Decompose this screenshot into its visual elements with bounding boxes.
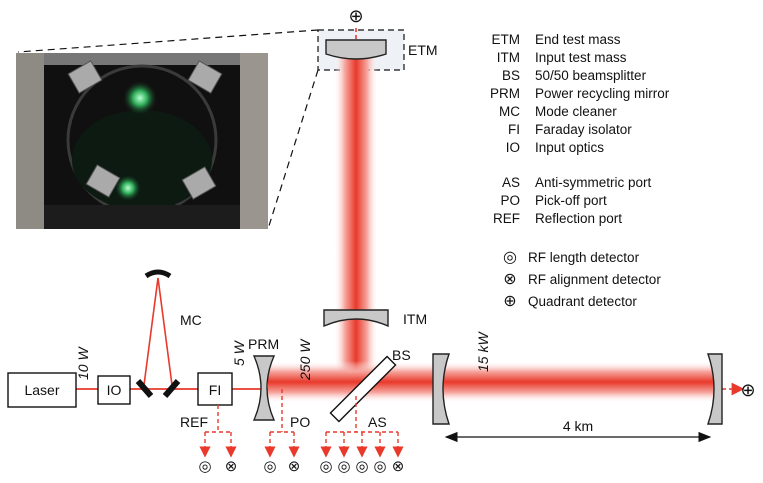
x-arm-beam <box>268 361 718 403</box>
mc-label: MC <box>180 312 202 328</box>
ref-label: REF <box>180 414 208 430</box>
as-detector-length-icon-3: ◎ <box>355 458 368 475</box>
rf-alignment-detector-icon: ⊗ <box>503 271 516 288</box>
legend-abbr: PO <box>500 193 520 208</box>
photo-green-glow-bottom <box>114 174 142 202</box>
bs-label: BS <box>392 347 411 363</box>
po-port-lines <box>264 389 300 458</box>
zoom-line-top <box>17 29 319 53</box>
legend: ETM End test mass ITM Input test mass BS… <box>490 32 670 310</box>
beamsplitter <box>329 355 397 423</box>
laser-box: Laser <box>7 372 77 408</box>
legend-abbr: AS <box>502 175 520 190</box>
prm-mirror <box>252 355 276 421</box>
photo-clamp-top-left <box>67 60 103 94</box>
mc-mirror-right <box>162 379 181 398</box>
as-detector-length-icon-2: ◎ <box>337 458 350 475</box>
ref-port-lines <box>199 405 237 458</box>
photo-left-frame <box>16 53 44 229</box>
legend-desc: Power recycling mirror <box>535 86 670 101</box>
legend-desc: RF alignment detector <box>528 272 661 287</box>
quadrant-detector-x-icon: ⊕ <box>740 380 755 400</box>
po-label: PO <box>290 414 310 430</box>
legend-abbr: MC <box>499 104 520 119</box>
po-detector-alignment-icon: ⊗ <box>288 458 301 475</box>
rf-length-detector-icon: ◎ <box>503 249 517 266</box>
legend-desc: Input test mass <box>535 50 627 65</box>
legend-abbr: REF <box>493 211 520 226</box>
zoom-line-bottom <box>267 69 319 230</box>
legend-desc: Anti-symmetric port <box>535 175 652 190</box>
laser-label: Laser <box>24 382 59 398</box>
itm-x-mirror <box>432 353 450 425</box>
ref-detector-alignment-icon: ⊗ <box>225 458 238 475</box>
mc-mirror-left <box>135 379 154 398</box>
legend-desc: Reflection port <box>535 211 622 226</box>
legend-abbr: BS <box>502 68 520 83</box>
legend-abbr: FI <box>508 122 520 137</box>
power-5w-label: 5 W <box>231 339 247 366</box>
io-label: IO <box>107 382 122 398</box>
photo-clamp-top-right <box>187 60 223 94</box>
legend-abbr: ETM <box>492 32 521 47</box>
quadrant-detector-y-icon: ⊕ <box>348 6 363 26</box>
legend-desc: RF length detector <box>528 250 640 265</box>
po-detector-length-icon: ◎ <box>263 458 276 475</box>
io-box: IO <box>97 375 131 405</box>
photo-clamp-bottom-right <box>181 166 217 200</box>
photo-top-frame <box>44 53 240 65</box>
as-port-lines <box>320 396 404 458</box>
photo-clamp-bottom-left <box>85 164 121 198</box>
as-detector-alignment-icon: ⊗ <box>392 458 405 475</box>
legend-abbr: IO <box>506 140 520 155</box>
itm-y-mirror <box>323 309 389 328</box>
photo-inset <box>16 53 268 229</box>
legend-desc: Faraday isolator <box>535 122 632 137</box>
power-10w-label: 10 W <box>75 346 91 380</box>
mc-mirror-top <box>144 269 172 279</box>
as-detector-length-icon-4: ◎ <box>373 458 386 475</box>
y-arm-beam <box>334 40 378 378</box>
photo-base <box>44 205 240 229</box>
as-detector-length-icon-1: ◎ <box>319 458 332 475</box>
legend-desc: 50/50 beamsplitter <box>535 68 647 83</box>
legend-abbr: ITM <box>497 50 520 65</box>
arm-length-label: 4 km <box>563 418 593 434</box>
etm-x-mirror <box>707 353 723 425</box>
prm-label: PRM <box>248 336 279 352</box>
power-15kw-label: 15 kW <box>475 331 491 372</box>
etm-label: ETM <box>408 42 438 58</box>
as-label: AS <box>368 414 387 430</box>
ref-detector-length-icon: ◎ <box>198 458 211 475</box>
legend-desc: Mode cleaner <box>535 104 617 119</box>
fi-label: FI <box>209 382 221 398</box>
mc-beam-left <box>143 277 159 386</box>
legend-desc: End test mass <box>535 32 621 47</box>
legend-desc: Quadrant detector <box>528 294 637 309</box>
itm-label: ITM <box>403 311 427 327</box>
legend-desc: Pick-off port <box>535 193 607 208</box>
legend-abbr: PRM <box>490 86 520 101</box>
legend-desc: Input optics <box>535 140 604 155</box>
etm-y-mirror <box>325 39 387 60</box>
photo-right-frame <box>240 53 268 229</box>
photo-green-glow-top <box>122 80 158 116</box>
quadrant-detector-icon: ⊕ <box>503 293 516 310</box>
power-250w-label: 250 W <box>297 338 313 381</box>
mc-beam-right <box>157 277 173 386</box>
fi-box: FI <box>197 372 233 406</box>
